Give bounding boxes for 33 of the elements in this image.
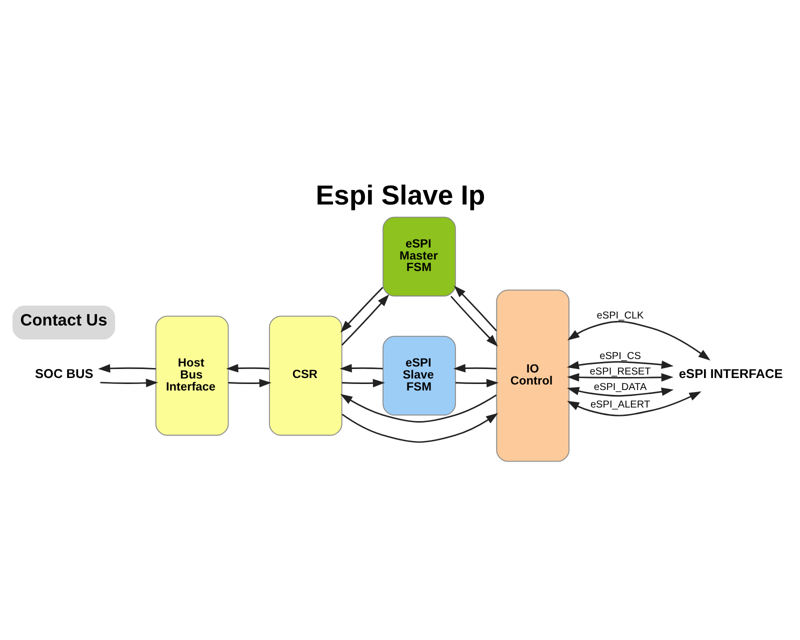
diagram-title: Espi Slave Ip xyxy=(316,178,486,210)
arrow xyxy=(566,386,674,396)
node-box: eSPI Master FSM xyxy=(382,216,456,296)
arrow xyxy=(567,390,702,416)
arrow xyxy=(455,378,499,387)
edge-label: eSPI_CS xyxy=(600,350,641,362)
arrow xyxy=(341,294,390,346)
arrow xyxy=(228,378,272,387)
arrow xyxy=(226,364,270,372)
arrow xyxy=(342,412,498,442)
node-box: CSR xyxy=(269,315,342,436)
edge-label: eSPI_ALERT xyxy=(590,399,650,410)
arrow xyxy=(340,286,384,332)
node-box: eSPI Slave FSM xyxy=(382,335,456,416)
node-box: Host Bus Interface xyxy=(155,315,229,436)
arrow xyxy=(100,378,158,387)
arrow xyxy=(567,372,674,382)
arrow xyxy=(340,394,497,422)
arrow xyxy=(567,320,710,360)
edge-label: eSPI_RESET xyxy=(590,366,651,378)
label: Contact Us xyxy=(20,311,108,330)
arrow xyxy=(342,378,386,387)
arrow xyxy=(453,364,496,372)
node-text: SOC BUS xyxy=(34,366,94,381)
edge-label: eSPI_DATA xyxy=(594,382,647,393)
arrow xyxy=(340,364,383,372)
arrow xyxy=(566,360,674,369)
node-text: eSPI INTERFACE xyxy=(678,366,783,381)
arrow xyxy=(98,364,156,372)
arrow xyxy=(450,295,498,346)
edge-label: eSPI_CLK xyxy=(596,310,644,322)
arrow xyxy=(454,285,497,331)
node-box: IO Control xyxy=(496,289,570,462)
